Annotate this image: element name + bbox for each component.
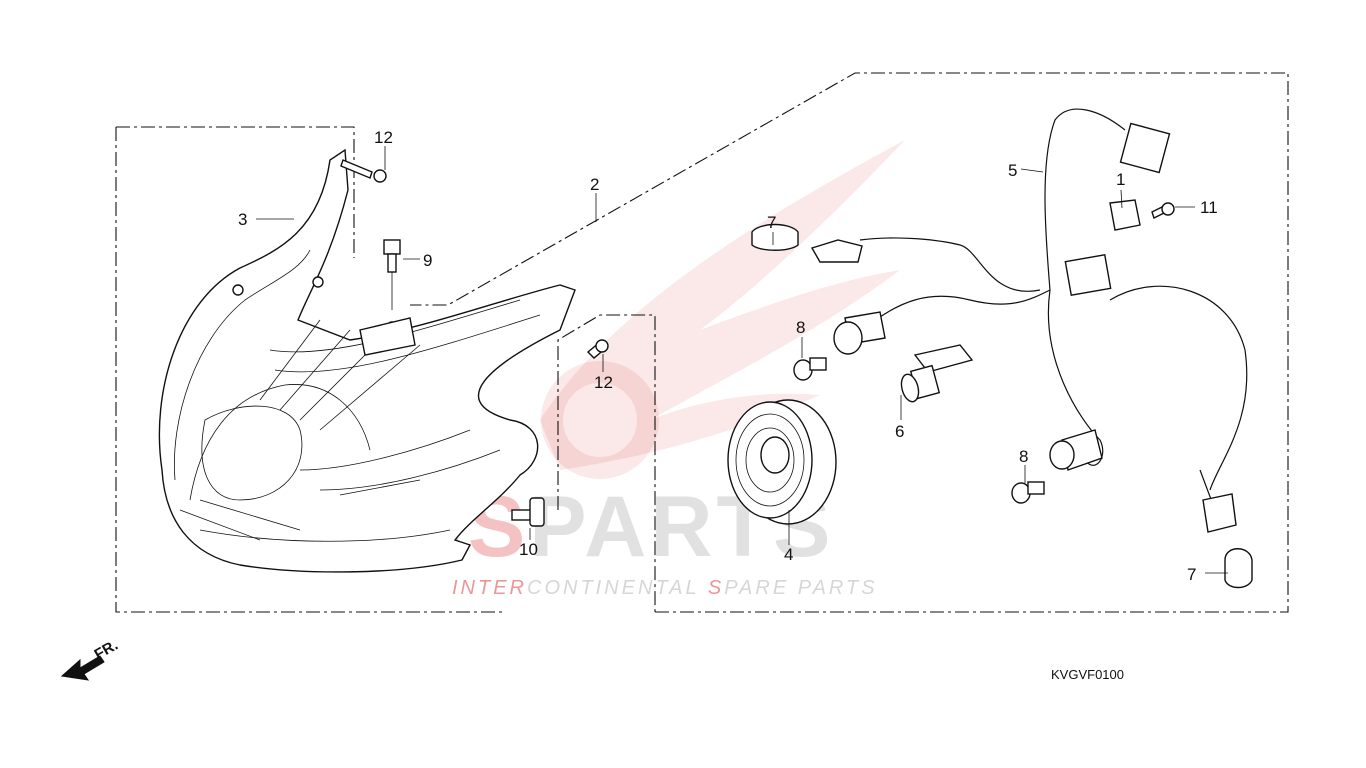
position-bulb-7-upper	[751, 223, 799, 251]
screw-11	[1151, 202, 1175, 219]
watermark-tagline-part1: INTER	[452, 577, 527, 599]
position-bulb-8-left	[793, 357, 827, 381]
bolt-10	[511, 497, 545, 527]
front-direction-indicator: FR.	[60, 637, 121, 681]
watermark-tagline-part2: CONTINENTAL	[527, 577, 708, 599]
callout-2: 2	[590, 175, 599, 194]
screw-12-lower	[586, 339, 609, 359]
watermark-tagline-part3: S	[708, 577, 724, 599]
watermark-tagline-part4: PARE PARTS	[724, 577, 877, 599]
watermark-gear-emblem	[541, 361, 659, 479]
leader-lines	[256, 146, 1228, 574]
position-lamp-lens	[727, 399, 837, 525]
bolt-9	[383, 239, 401, 310]
front-arrow-icon	[60, 655, 105, 681]
headlight-assembly-boundary	[115, 126, 505, 613]
screw-12-upper	[340, 159, 387, 183]
lens-boundary	[557, 314, 656, 612]
headlight-unit	[158, 148, 576, 573]
callout-1: 1	[1116, 170, 1125, 189]
callout-12-upper: 12	[374, 128, 393, 147]
callout-12-lower: 12	[594, 373, 613, 392]
callout-8-right: 8	[1019, 447, 1028, 466]
position-bulb-8-right	[1011, 481, 1045, 504]
headlight-bulb	[900, 344, 974, 403]
callout-9: 9	[423, 251, 432, 270]
callout-6: 6	[895, 422, 904, 441]
watermark-wing-emblem	[540, 140, 905, 470]
callout-11: 11	[1200, 198, 1218, 217]
callout-4: 4	[784, 545, 793, 564]
svg-text:INTERCONTINENTAL SPARE PARTS: INTERCONTINENTAL SPARE PARTS	[452, 577, 878, 599]
diagram-code: KVGVF0100	[1051, 667, 1124, 682]
callout-7-lower: 7	[1187, 565, 1196, 584]
callout-5: 5	[1008, 161, 1017, 180]
callout-7-upper: 7	[767, 213, 776, 232]
wiring-group-boundary	[410, 72, 1289, 613]
position-bulb-7-lower	[1224, 548, 1253, 589]
wire-harness	[810, 108, 1248, 533]
callout-8-left: 8	[796, 318, 805, 337]
callouts: 1 2 3 4 5 6 7 7 8 8 9 10 11 12 12	[238, 128, 1218, 584]
watermark: ISPARTS INTERCONTINENTAL SPARE PARTS	[440, 140, 905, 599]
callout-3: 3	[238, 210, 247, 229]
callout-10: 10	[519, 540, 538, 559]
